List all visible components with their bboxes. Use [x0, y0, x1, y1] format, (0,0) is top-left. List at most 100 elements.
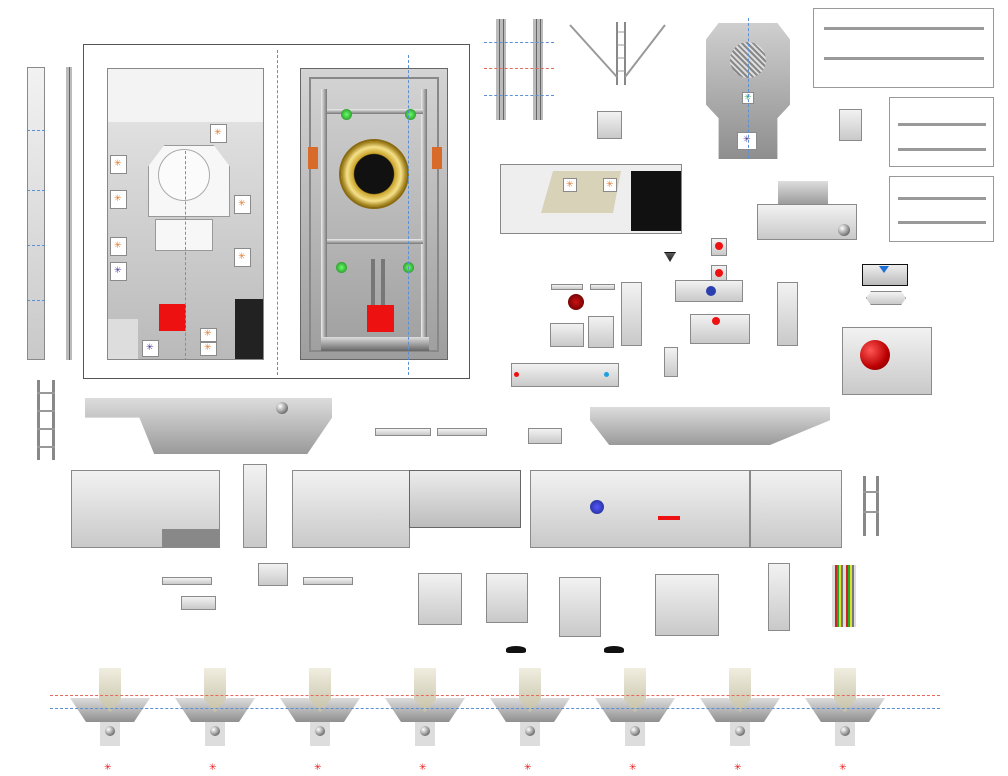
black-cap-2 [604, 646, 624, 653]
desk-unit-2 [486, 573, 528, 623]
bulkhead-panel-left [107, 68, 264, 360]
crosshair-knob-icon[interactable] [210, 726, 220, 736]
tag-plate [110, 190, 127, 209]
tag-plate [563, 178, 577, 192]
crosshair-knob-icon[interactable] [630, 726, 640, 736]
crosshair-knob-icon[interactable] [735, 726, 745, 736]
vertical-module [621, 282, 642, 346]
tag-plate [110, 262, 127, 281]
asterisk-icon: ✳ [606, 180, 614, 190]
cable-bundle [832, 565, 856, 627]
desk-unit-1 [418, 573, 462, 625]
pillar-b [533, 19, 543, 120]
ladder-right [861, 476, 881, 536]
tag-plate [200, 342, 217, 356]
v-ladder-diagram [569, 22, 666, 85]
switch-module [588, 316, 614, 348]
gauge-strip [590, 284, 615, 290]
crosshair-knob-icon[interactable] [276, 402, 288, 414]
asterisk-icon: ✳ [566, 180, 574, 190]
crosshair-knob-icon[interactable] [525, 726, 535, 736]
asterisk-icon: ✳ [238, 252, 246, 262]
switch-cluster [690, 314, 750, 344]
tag-plate [234, 248, 251, 267]
tag-plate [110, 237, 127, 256]
red-button[interactable] [715, 242, 723, 250]
asterisk-icon: ✳ [238, 199, 246, 209]
bracket-b [437, 428, 487, 436]
tall-strip-left [27, 67, 45, 360]
asterisk-icon: ✳ [734, 763, 742, 773]
red-label [658, 516, 680, 520]
asterisk-icon: ✳ [214, 128, 222, 138]
tag-plate [603, 178, 617, 192]
pipe-rack-3 [889, 176, 994, 242]
blue-indicator [604, 372, 609, 377]
seat-3: ✳ [270, 668, 370, 773]
pipe-rack-1 [813, 8, 994, 88]
red-warning-square [367, 305, 394, 332]
seat-5: ✳ [480, 668, 580, 773]
crosshair-knob-icon [838, 224, 850, 236]
desk-unit-4 [655, 574, 719, 636]
overhead-panel-right [590, 407, 830, 445]
gauge-strip [551, 284, 583, 290]
instrument-column [243, 464, 267, 548]
pillar-a [496, 19, 506, 120]
instrument-console-4 [530, 470, 750, 548]
instrument-console-1 [71, 470, 220, 548]
vertical-module [777, 282, 798, 346]
blue-knob[interactable] [590, 500, 604, 514]
seat-7: ✳ [690, 668, 790, 773]
asterisk-icon: ✳ [114, 241, 122, 251]
instrument-console-2 [292, 470, 410, 548]
instrument-console-3 [409, 470, 521, 528]
asterisk-icon: ✳ [743, 135, 751, 145]
asterisk-icon: ✳ [204, 329, 212, 339]
cylinder-tank [768, 563, 790, 631]
crosshair-knob-icon[interactable] [568, 294, 584, 310]
cable-rail [511, 363, 619, 387]
red-warning-square [159, 304, 186, 331]
red-button[interactable] [712, 317, 720, 325]
sheet-frame [83, 44, 470, 379]
blue-knob[interactable] [706, 286, 716, 296]
desk-unit-3 [559, 577, 601, 637]
crosshair-knob-icon[interactable] [840, 726, 850, 736]
tag-plate [737, 132, 757, 150]
crosshair-knob-icon[interactable] [315, 726, 325, 736]
small-bracket [839, 109, 862, 141]
overhead-panel-left [85, 398, 332, 454]
triangle-arrow-icon [664, 252, 676, 262]
seat-2: ✳ [165, 668, 265, 773]
tag-plate [142, 340, 159, 357]
console-shell [500, 164, 682, 234]
asterisk-icon: ✳ [114, 266, 122, 276]
asterisk-icon: ✳ [114, 159, 122, 169]
bracket-a [375, 428, 431, 436]
porthole-icon [341, 141, 407, 207]
seat-4: ✳ [375, 668, 475, 773]
crosshair-knob-icon[interactable] [105, 726, 115, 736]
pipe-rack-2 [889, 97, 994, 167]
tag-plate [110, 155, 127, 174]
asterisk-icon: ✳ [114, 194, 122, 204]
red-button[interactable] [715, 269, 723, 277]
asterisk-icon: ✳ [209, 763, 217, 773]
fan-module [550, 323, 584, 347]
arrow-indicator-box [862, 264, 908, 286]
small-tag [664, 347, 678, 377]
control-console-top [778, 181, 828, 205]
tag-plate [234, 195, 251, 214]
crosshair-knob-icon[interactable] [420, 726, 430, 736]
tag-plate [200, 328, 217, 342]
small-block [597, 111, 622, 139]
asterisk-icon: ✳ [104, 763, 112, 773]
asterisk-icon: ✳ [314, 763, 322, 773]
seat-6: ✳ [585, 668, 685, 773]
emergency-red-button[interactable] [860, 340, 890, 370]
tilted-panel [181, 596, 216, 610]
ladder-left [34, 380, 58, 460]
seat-row: ✳ ✳ ✳ ✳ ✳ ✳ ✳ [60, 668, 930, 776]
slim-panel [303, 577, 353, 585]
